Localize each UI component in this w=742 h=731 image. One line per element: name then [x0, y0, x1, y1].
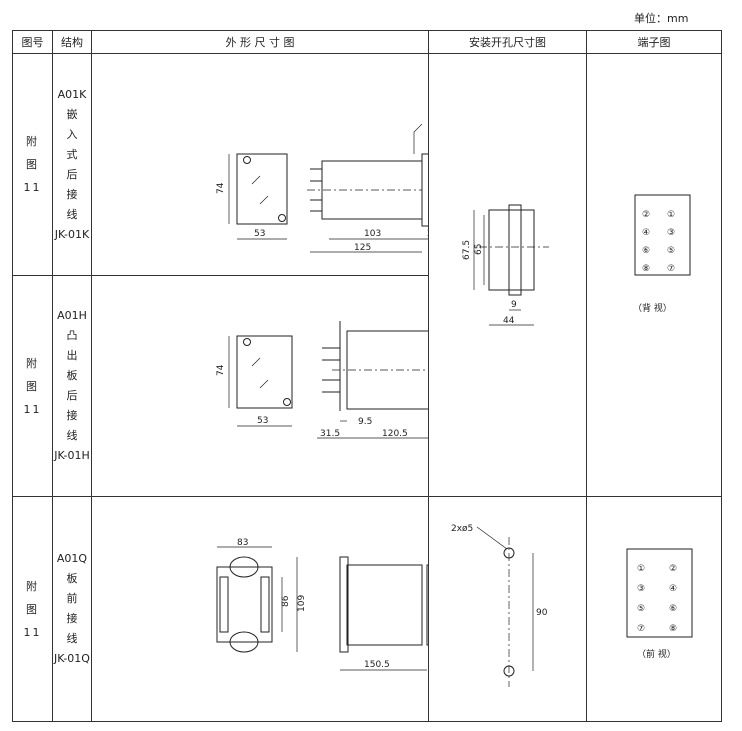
dim-hole: 2xø5 — [451, 524, 473, 534]
header-terminal: 端子图 — [586, 30, 722, 54]
fig-no-cell: 附 图 11 — [12, 496, 53, 722]
structure-cell: A01K 嵌 入 式 后 接 线 JK-01K — [52, 53, 92, 276]
structure-cell: A01Q 板 前 接 线 JK-01Q — [52, 496, 92, 722]
structure-char: 式 — [66, 147, 78, 161]
terminal-pin: ③ — [637, 584, 645, 594]
header-structure: 结构 — [52, 30, 92, 54]
structure-char: 线 — [66, 632, 78, 645]
terminal-pin: ① — [667, 210, 675, 220]
structure-char: 板 — [66, 369, 78, 382]
dim-front: 27 — [427, 229, 428, 239]
structure-char: 线 — [66, 429, 78, 442]
fig-char: 图 — [26, 379, 39, 393]
terminal-pin: ⑦ — [637, 624, 645, 634]
structure-code: A01K — [57, 87, 87, 101]
mounting-drawing-front: 2xø5 90 — [428, 496, 587, 722]
structure-cell: A01H 凸 出 板 后 接 线 JK-01H — [52, 275, 92, 497]
structure-char: 出 — [66, 349, 78, 362]
dim-total: 120.5 — [382, 429, 408, 439]
dim-cutout-h1: 67.5 — [462, 239, 472, 259]
fig-char: 11 — [23, 402, 42, 416]
fig-char: 11 — [23, 625, 42, 639]
terminal-pin: ④ — [669, 584, 677, 594]
dim-cutout-w: 44 — [503, 316, 515, 326]
structure-char: 入 — [66, 127, 78, 141]
terminal-caption: （前 视） — [637, 648, 676, 660]
structure-model: JK-01K — [54, 227, 90, 241]
terminal-pin: ⑧ — [642, 264, 650, 274]
structure-model: JK-01H — [54, 449, 90, 462]
terminal-pin: ② — [669, 564, 677, 574]
dim-plate: 31.5 — [320, 429, 340, 439]
dim-total: 125 — [354, 243, 371, 253]
terminal-pin: ⑦ — [667, 264, 675, 274]
dim-width: 83 — [237, 538, 248, 548]
header-fig-no: 图号 — [12, 30, 53, 54]
structure-char: 凸 — [66, 329, 78, 342]
structure-char: 接 — [66, 612, 78, 625]
fig-char: 图 — [26, 602, 39, 616]
header-outline: 外 形 尺 寸 图 — [91, 30, 429, 54]
outline-drawing-h: 74 53 9.5 31.5 120.5 — [91, 275, 429, 497]
dim-width: 53 — [254, 229, 265, 239]
fig-char: 图 — [26, 158, 39, 171]
structure-model: JK-01Q — [54, 652, 90, 665]
structure-code: A01H — [57, 309, 87, 322]
fig-char: 附 — [26, 356, 39, 370]
fig-no-cell: 附 图 11 — [12, 53, 53, 276]
terminal-pin: ③ — [667, 228, 675, 238]
structure-char: 后 — [66, 389, 78, 402]
terminal-drawing-rear: ② ① ④ ③ ⑥ ⑤ ⑧ ⑦ （背 视） — [586, 53, 722, 497]
terminal-drawing-front: ① ② ③ ④ ⑤ ⑥ ⑦ ⑧ （前 视） — [586, 496, 722, 722]
terminal-pin: ⑤ — [637, 604, 645, 614]
structure-char: 后 — [66, 167, 78, 181]
fig-char: 附 — [26, 579, 39, 593]
fig-char: 11 — [23, 181, 42, 194]
structure-char: 接 — [66, 409, 78, 422]
terminal-pin: ④ — [642, 228, 650, 238]
terminal-pin: ① — [637, 564, 645, 574]
terminal-pin: ② — [642, 210, 650, 220]
dim-hole-spacing: 90 — [536, 608, 548, 618]
structure-char: 前 — [66, 592, 78, 605]
fig-char: 附 — [26, 135, 39, 148]
structure-char: 接 — [66, 187, 78, 201]
terminal-pin: ⑧ — [669, 624, 677, 634]
dim-depth: 103 — [364, 229, 381, 239]
dim-cutout-h2: 65 — [474, 243, 484, 254]
terminal-pin: ⑥ — [669, 604, 677, 614]
unit-label: 单位：mm — [634, 12, 689, 25]
drawing-table: 图号 结构 外 形 尺 寸 图 安装开孔尺寸图 端子图 附 图 11 A01K … — [12, 30, 722, 722]
terminal-caption: （背 视） — [633, 302, 672, 314]
terminal-pin: ⑥ — [642, 246, 650, 256]
structure-code: A01Q — [56, 552, 88, 565]
dim-total: 150.5 — [364, 660, 390, 670]
terminal-pin: ⑤ — [667, 246, 675, 256]
structure-char: 线 — [66, 207, 78, 221]
fig-no-cell: 附 图 11 — [12, 275, 53, 497]
dim-cutout-gap: 9 — [511, 300, 517, 310]
structure-char: 板 — [66, 572, 78, 585]
outline-drawing-k: 74 53 103 27 125 — [91, 53, 429, 276]
header-mounting: 安装开孔尺寸图 — [428, 30, 587, 54]
outline-drawing-q: 83 86 109 73 150.5 — [91, 496, 429, 722]
dim-height-outer: 109 — [297, 595, 307, 612]
dim-offset: 9.5 — [358, 417, 372, 427]
dim-height-inner: 86 — [281, 595, 291, 607]
dim-width: 53 — [257, 416, 268, 426]
structure-char: 嵌 — [66, 107, 78, 121]
dim-height: 74 — [216, 182, 226, 194]
mounting-drawing-rear: 67.5 65 9 44 — [428, 53, 587, 497]
dim-height: 74 — [216, 364, 226, 376]
